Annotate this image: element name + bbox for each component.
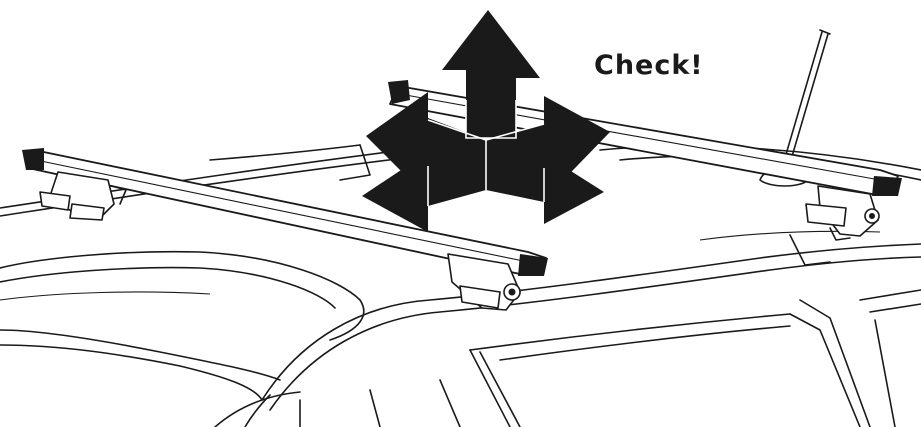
arrow-down-left-icon	[362, 140, 486, 232]
check-annotation: Check!	[594, 50, 704, 81]
front-crossbar	[22, 148, 548, 311]
car-roof-outline	[0, 144, 921, 427]
direction-arrows	[362, 10, 610, 232]
arrow-down-right-icon	[486, 140, 604, 224]
rear-crossbar	[388, 80, 902, 241]
